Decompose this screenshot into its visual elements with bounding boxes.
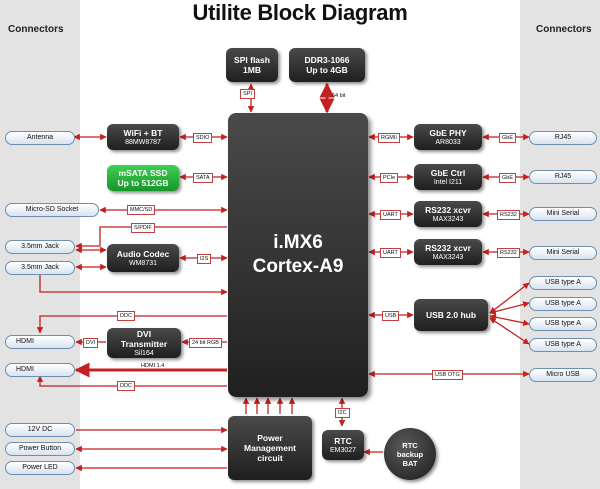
power-management-block: Power Management circuit bbox=[228, 416, 312, 480]
right-column-header: Connectors bbox=[536, 24, 592, 35]
msata-size: Up to 512GB bbox=[117, 178, 169, 188]
bus-label-i2s: I2S bbox=[197, 254, 212, 264]
ddr3-name: DDR3-1066 bbox=[304, 55, 350, 65]
battery-line2: backup bbox=[396, 449, 424, 459]
connector-hdmi-2: HDMI bbox=[5, 363, 75, 377]
bus-label-spi: SPI bbox=[240, 89, 255, 99]
bus-label-gbe-1: GbE bbox=[499, 133, 517, 143]
bus-label-rgmii: RGMII bbox=[378, 133, 400, 143]
spi-flash-size: 1MB bbox=[243, 65, 261, 75]
gbe-ctrl-part: Intel I211 bbox=[433, 178, 463, 186]
dvi-part: Sil164 bbox=[134, 349, 154, 357]
bus-label-gbe-2: GbE bbox=[499, 173, 517, 183]
battery-line3: BAT bbox=[402, 458, 418, 468]
wifi-bt-block: WiFi + BT 88MW8787 bbox=[107, 124, 179, 150]
battery-line1: RTC bbox=[402, 440, 418, 450]
audio-codec-name: Audio Codec bbox=[116, 248, 170, 259]
bus-label-pcie: PCIe bbox=[380, 173, 399, 183]
power-name2: Management bbox=[244, 443, 296, 453]
bus-label-uart-1: UART bbox=[380, 210, 401, 220]
rs232-1-name: RS232 xcvr bbox=[425, 204, 471, 215]
connector-usb-a-3: USB type A bbox=[529, 317, 597, 331]
gbe-phy-name: GbE PHY bbox=[429, 127, 467, 138]
dvi-transmitter-block: DVI Transmitter Sil164 bbox=[107, 328, 181, 358]
connector-usb-a-4: USB type A bbox=[529, 338, 597, 352]
bus-label-uart-2: UART bbox=[380, 248, 401, 258]
connector-antenna: Antenna bbox=[5, 131, 75, 145]
power-name3: circuit bbox=[257, 453, 283, 463]
connector-power-button: Power Button bbox=[5, 442, 75, 456]
ddr3-size: Up to 4GB bbox=[306, 65, 348, 75]
connector-hdmi-1: HDMI bbox=[5, 335, 75, 349]
cpu-core: Cortex-A9 bbox=[252, 256, 344, 277]
gbe-ctrl-name: GbE Ctrl bbox=[430, 167, 466, 178]
spi-flash-name: SPI flash bbox=[234, 55, 270, 65]
connector-jack-2: 3.5mm Jack bbox=[5, 261, 75, 275]
spi-flash-block: SPI flash 1MB bbox=[226, 48, 278, 82]
connector-mini-serial-1: Mini Serial bbox=[529, 207, 597, 221]
connector-mini-serial-2: Mini Serial bbox=[529, 246, 597, 260]
bus-label-usb-otg: USB OTG bbox=[432, 370, 463, 380]
connector-microsd: Micro-SD Socket bbox=[5, 203, 99, 217]
rtc-name: RTC bbox=[334, 435, 352, 446]
gbe-ctrl-block: GbE Ctrl Intel I211 bbox=[414, 164, 482, 190]
usb-hub-block: USB 2.0 hub bbox=[414, 299, 488, 331]
cpu-name: i.MX6 bbox=[273, 232, 323, 253]
bus-label-sdio: SDIO bbox=[193, 133, 213, 143]
dvi-name2: Transmitter bbox=[120, 338, 168, 349]
connector-jack-1: 3.5mm Jack bbox=[5, 240, 75, 254]
usb-hub-name: USB 2.0 hub bbox=[425, 310, 477, 320]
wifi-bt-part: 88MW8787 bbox=[125, 138, 161, 146]
left-column-header: Connectors bbox=[8, 24, 64, 35]
bus-label-mmc: MMC/SD bbox=[127, 205, 156, 215]
rs232-xcvr-2-block: RS232 xcvr MAX3243 bbox=[414, 239, 482, 265]
wifi-bt-name: WiFi + BT bbox=[123, 127, 163, 138]
connector-usb-a-1: USB type A bbox=[529, 276, 597, 290]
bus-label-hdmi14: HDMI 1.4 bbox=[141, 363, 165, 369]
rtc-block: RTC EM3027 bbox=[322, 430, 364, 460]
ddr3-block: DDR3-1066 Up to 4GB bbox=[289, 48, 365, 82]
connector-12v-dc: 12V DC bbox=[5, 423, 75, 437]
power-name1: Power bbox=[257, 433, 283, 443]
connector-micro-usb: Micro USB bbox=[529, 368, 597, 382]
rs232-2-part: MAX3243 bbox=[432, 253, 464, 261]
rs232-xcvr-1-block: RS232 xcvr MAX3243 bbox=[414, 201, 482, 227]
gbe-phy-part: AR8033 bbox=[435, 138, 461, 146]
msata-name: mSATA SSD bbox=[118, 168, 168, 178]
bus-label-ddc-1: DDC bbox=[117, 311, 135, 321]
cpu-block: i.MX6 Cortex-A9 bbox=[228, 113, 368, 397]
connector-rj45-1: RJ45 bbox=[529, 131, 597, 145]
bus-label-ddr: 64 bit bbox=[332, 93, 346, 99]
bus-label-spdif: S/PDIF bbox=[131, 223, 155, 233]
bus-label-i2c: I2C bbox=[335, 408, 350, 418]
gbe-phy-block: GbE PHY AR8033 bbox=[414, 124, 482, 150]
rs232-1-part: MAX3243 bbox=[432, 215, 464, 223]
rtc-backup-battery: RTC backup BAT bbox=[384, 428, 436, 480]
connector-rj45-2: RJ45 bbox=[529, 170, 597, 184]
right-connector-column bbox=[520, 0, 600, 489]
bus-label-sata: SATA bbox=[193, 173, 213, 183]
audio-codec-block: Audio Codec WM8731 bbox=[107, 244, 179, 272]
connector-usb-a-2: USB type A bbox=[529, 297, 597, 311]
bus-label-usb: USB bbox=[382, 311, 400, 321]
bus-label-ddc-2: DDC bbox=[117, 381, 135, 391]
connector-power-led: Power LED bbox=[5, 461, 75, 475]
bus-label-rs232-1: RS232 bbox=[497, 210, 520, 220]
msata-ssd-block: mSATA SSD Up to 512GB bbox=[107, 165, 179, 191]
rtc-part: EM3027 bbox=[329, 446, 357, 454]
dvi-name: DVI bbox=[136, 328, 152, 339]
bus-label-rs232-2: RS232 bbox=[497, 248, 520, 258]
bus-label-rgb: 24 bit RGB bbox=[189, 338, 222, 348]
audio-codec-part: WM8731 bbox=[128, 259, 157, 267]
diagram-title: Utilite Block Diagram bbox=[192, 0, 408, 25]
bus-label-dvi: DVI bbox=[83, 338, 99, 348]
rs232-2-name: RS232 xcvr bbox=[425, 242, 471, 253]
